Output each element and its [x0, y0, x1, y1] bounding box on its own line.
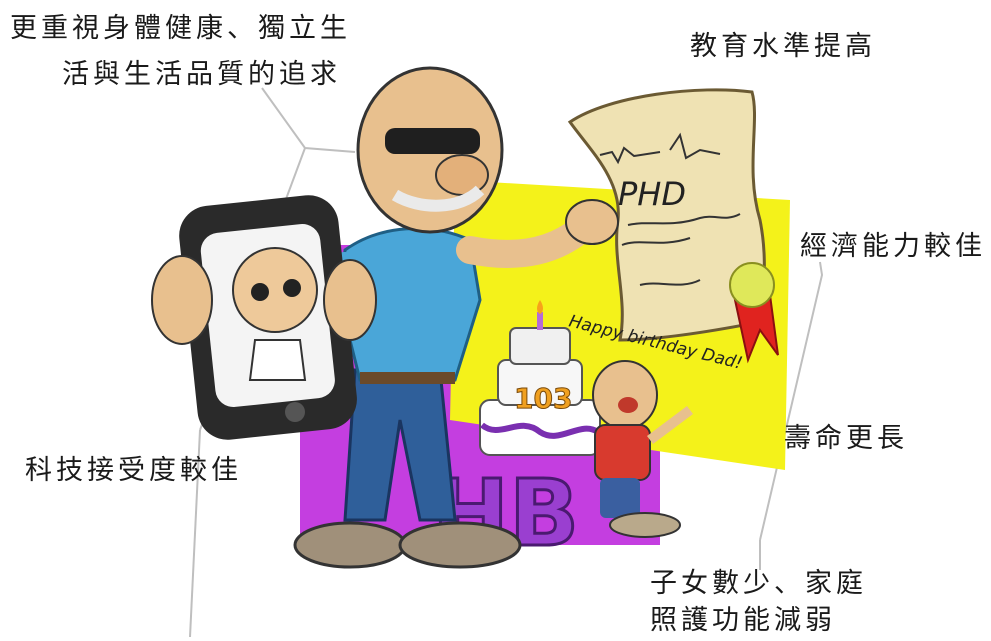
child-figure	[592, 360, 693, 538]
label-children-line1: 子女數少、家庭	[650, 568, 867, 599]
diploma: PHD	[567, 88, 779, 364]
label-children-line2: 照護功能減弱	[650, 605, 836, 636]
diploma-text: PHD	[618, 175, 686, 213]
cake-number: 103	[514, 382, 572, 415]
phone	[151, 195, 377, 440]
label-lifespan: 壽命更長	[784, 423, 908, 454]
label-top-left-line1: 更重視身體健康、獨立生	[10, 13, 351, 44]
label-economic: 經濟能力較佳	[800, 231, 986, 262]
label-top-left-line2: 活與生活品質的追求	[62, 59, 341, 90]
label-technology: 科技接受度較佳	[25, 455, 242, 486]
birthday-cake: 103	[479, 300, 601, 456]
label-education: 教育水準提高	[690, 31, 876, 62]
